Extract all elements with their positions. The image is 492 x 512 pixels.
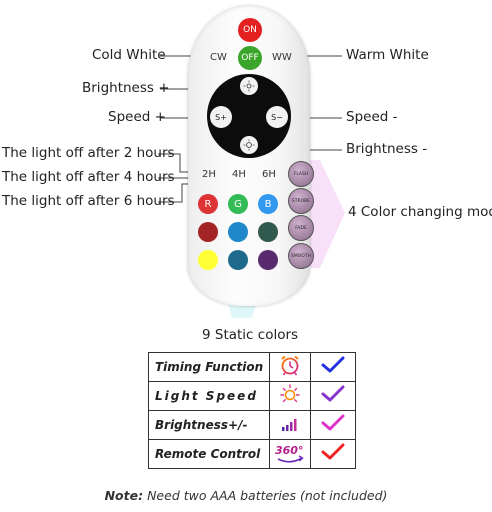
color-red-button[interactable]: R — [198, 194, 218, 214]
mode-smooth-button[interactable]: SMOOTH — [288, 243, 314, 269]
feature-name: Brightness+/- — [148, 410, 270, 440]
off-label: OFF — [241, 53, 259, 63]
check-icon — [321, 443, 345, 460]
speed-minus-button[interactable]: S− — [266, 106, 288, 128]
table-row: Timing Function — [148, 352, 356, 382]
note-text: Need two AAA batteries (not included) — [143, 488, 388, 503]
flash-label: FLASH — [293, 171, 309, 177]
speed-minus-label: Speed - — [346, 109, 398, 125]
color-dark-green-button[interactable] — [258, 222, 278, 242]
timer-2h-button[interactable]: 2H — [202, 169, 216, 180]
on-button[interactable]: ON — [238, 18, 262, 42]
off-button[interactable]: OFF — [238, 46, 262, 70]
rotate-arc — [277, 455, 304, 463]
r-label: R — [204, 198, 212, 210]
b-label: B — [264, 198, 272, 210]
g-label: G — [234, 198, 242, 210]
strobe-label: STROBE — [291, 198, 311, 204]
sun-up-icon — [243, 80, 255, 92]
features-table: Timing Function Light Speed — [148, 352, 356, 469]
color-modes-label: 4 Color changing modes — [348, 204, 492, 220]
speed-plus-button[interactable]: S+ — [210, 106, 232, 128]
timer-2h-label: The light off after 2 hours — [2, 145, 175, 161]
color-purple-button[interactable] — [258, 250, 278, 270]
remote-control: ON OFF CW WW S+ S− 2H 4H 6H R G B — [188, 6, 310, 306]
color-green-button[interactable]: G — [228, 194, 248, 214]
fade-label: FADE — [295, 225, 307, 231]
timer-6h-button[interactable]: 6H — [262, 169, 276, 180]
mode-strobe-button[interactable]: STROBE — [288, 188, 314, 214]
static-colors-label: 9 Static colors — [202, 327, 299, 343]
battery-note: Note: Need two AAA batteries (not includ… — [0, 488, 492, 503]
speed-plus-label: Speed + — [108, 109, 166, 125]
ww-label: WW — [272, 52, 292, 63]
brightness-minus-label: Brightness - — [346, 141, 428, 157]
warm-white-label: Warm White — [346, 47, 429, 63]
sun-icon — [280, 384, 300, 403]
brightness-plus-label: Brightness + — [82, 80, 170, 96]
feature-name: Timing Function — [148, 352, 270, 382]
feature-name: Light Speed — [148, 381, 270, 411]
color-blue-button[interactable]: B — [258, 194, 278, 214]
feature-name: Remote Control — [148, 439, 270, 469]
color-dark-red-button[interactable] — [198, 222, 218, 242]
timer-6h-label: The light off after 6 hours — [2, 193, 175, 209]
note-label: Note: — [104, 488, 144, 503]
s-plus-label: S+ — [215, 112, 227, 122]
rotate-360-icon: 360° — [275, 443, 305, 465]
table-row: Brightness+/- — [148, 410, 356, 440]
color-yellow-button[interactable] — [198, 250, 218, 270]
alarm-clock-icon — [281, 355, 299, 376]
check-icon — [321, 385, 345, 402]
table-row: Light Speed — [148, 381, 356, 411]
color-cyan-button[interactable] — [228, 222, 248, 242]
sun-down-icon — [243, 139, 255, 151]
timer-4h-button[interactable]: 4H — [232, 169, 246, 180]
table-row: Remote Control 360° — [148, 439, 356, 469]
mode-fade-button[interactable]: FADE — [288, 215, 314, 241]
brightness-up-button[interactable] — [240, 77, 258, 95]
signal-bars-icon — [282, 419, 297, 431]
check-icon — [321, 356, 345, 373]
cold-white-label: Cold White — [92, 47, 166, 63]
icon-360-text: 360° — [275, 444, 304, 457]
timer-4h-label: The light off after 4 hours — [2, 169, 175, 185]
mode-flash-button[interactable]: FLASH — [288, 161, 314, 187]
cw-label: CW — [210, 52, 227, 63]
on-label: ON — [243, 25, 257, 35]
color-teal-button[interactable] — [228, 250, 248, 270]
s-minus-label: S− — [271, 112, 283, 122]
brightness-down-button[interactable] — [240, 136, 258, 154]
check-icon — [321, 414, 345, 431]
smooth-label: SMOOTH — [291, 253, 311, 259]
